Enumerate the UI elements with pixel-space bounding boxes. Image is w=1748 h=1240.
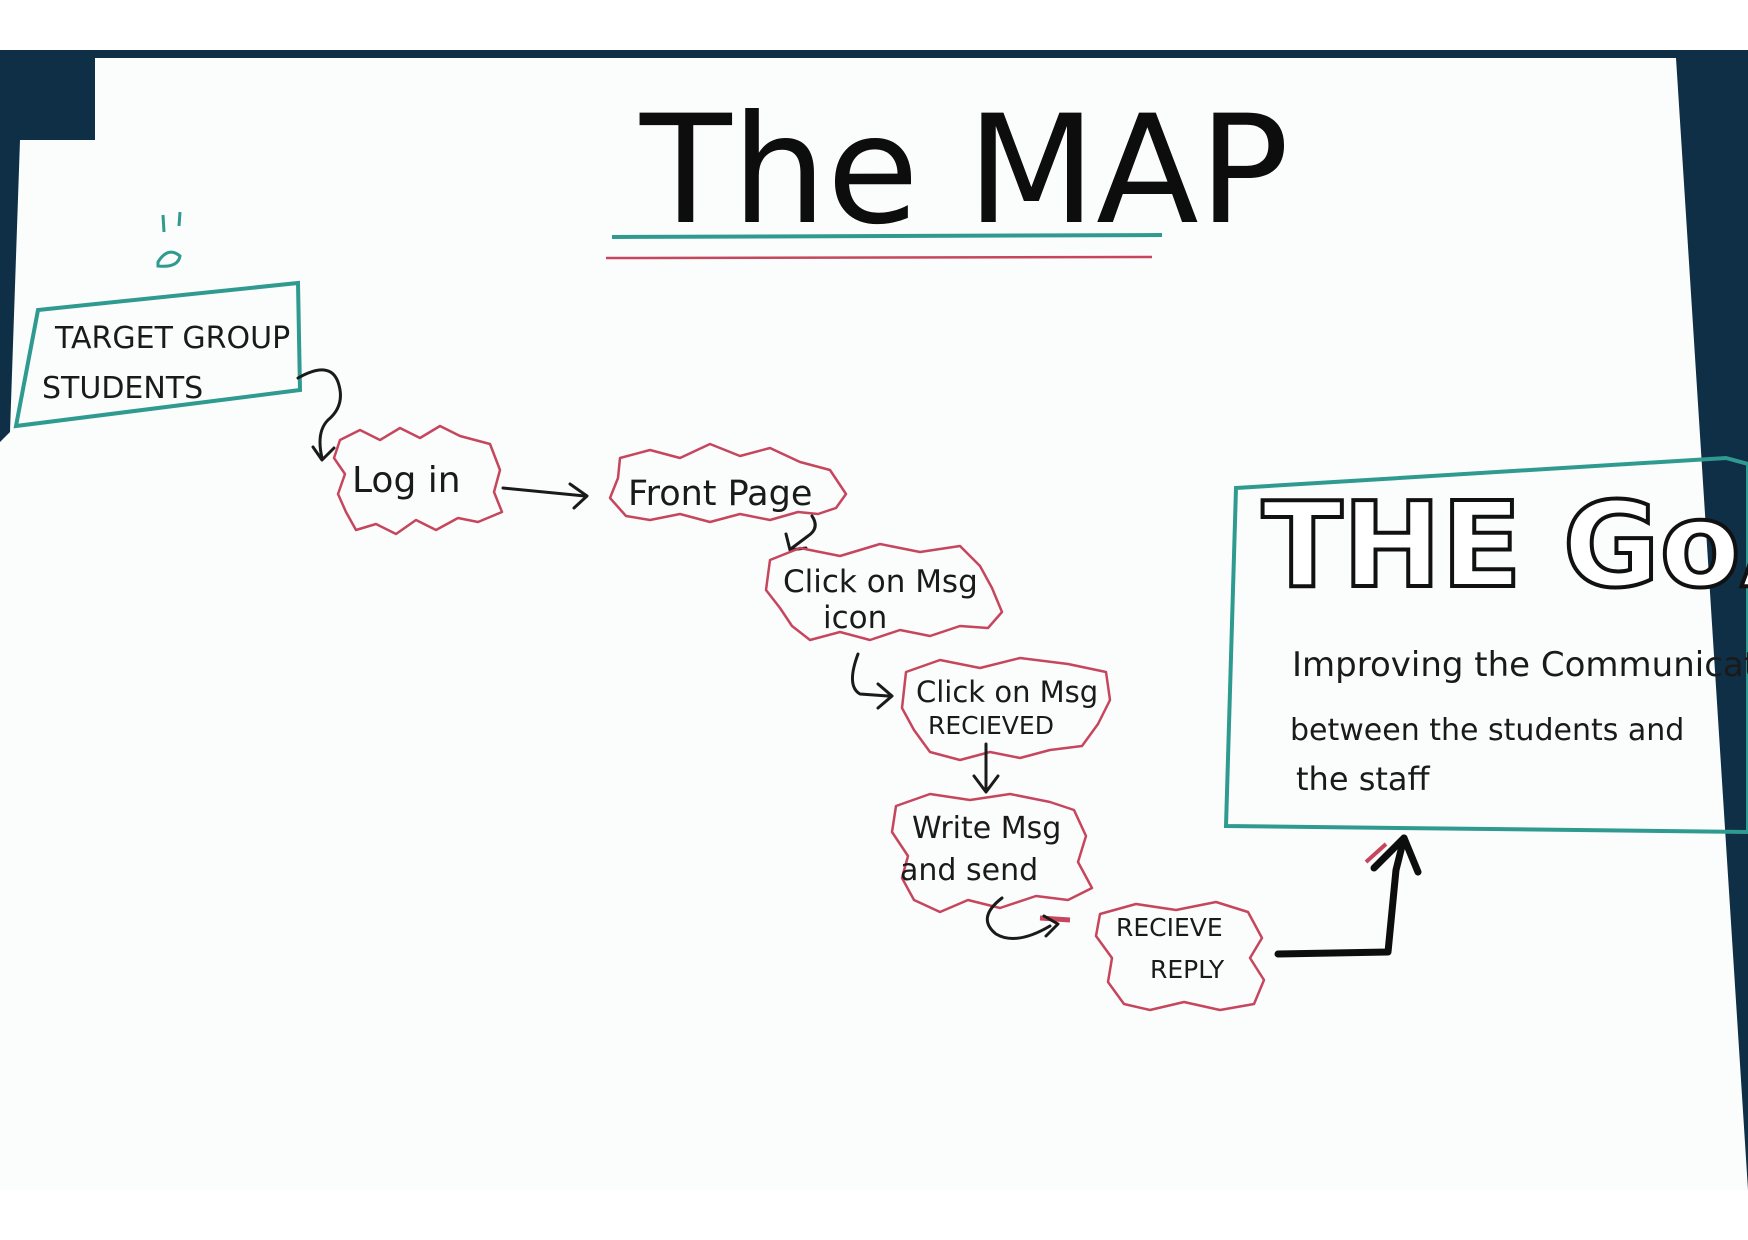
step-click-msg-received-line2: RECIEVED: [928, 711, 1054, 740]
step-click-msg-icon: Click on Msg icon: [764, 542, 1004, 642]
arrow-target-to-login: [296, 368, 342, 460]
goal-box: THE GoAL Improving the Communication bet…: [1223, 455, 1748, 835]
goal-line2: between the students and: [1290, 713, 1684, 748]
step-receive-line1: RECIEVE: [1116, 913, 1223, 942]
step-receive-reply: RECIEVE REPLY: [1094, 900, 1266, 1012]
board-title: The MAP: [639, 84, 1289, 258]
students-label: STUDENTS: [42, 371, 203, 406]
step-click-msg-received-line1: Click on Msg: [916, 675, 1098, 709]
goal-line1: Improving the Communication: [1292, 645, 1748, 685]
step-write-msg-line1: Write Msg: [912, 811, 1061, 846]
step-click-msg-received: Click on Msg RECIEVED: [900, 656, 1112, 762]
goal-title: THE GoAL: [1262, 476, 1748, 614]
step-receive-line2: REPLY: [1150, 955, 1225, 984]
step-front-page-label: Front Page: [628, 474, 812, 514]
step-login: Log in: [332, 424, 504, 536]
arrow-to-goal: [1274, 834, 1408, 958]
title-underline-teal: [611, 233, 1163, 239]
step-click-msg-icon-line2: icon: [823, 600, 887, 636]
step-login-label: Log in: [352, 460, 461, 501]
target-group-box: TARGET GROUP STUDENTS: [13, 280, 303, 429]
arrow-write-to-receive: [985, 896, 1052, 940]
target-group-label: TARGET GROUP: [54, 321, 290, 356]
title-underline-red: [605, 255, 1153, 260]
arrow-login-to-front: [501, 486, 587, 498]
doodle-mark: [156, 211, 182, 268]
step-front-page: Front Page: [608, 442, 848, 524]
arrow-front-to-click-icon: [790, 514, 817, 550]
arrow-click-icon-to-received: [851, 652, 890, 698]
whiteboard: [0, 58, 1748, 1190]
goal-line3: the staff: [1296, 760, 1431, 798]
step-click-msg-icon-line1: Click on Msg: [783, 564, 978, 600]
step-write-msg: Write Msg and send: [890, 792, 1094, 914]
step-write-msg-line2: and send: [900, 853, 1038, 888]
